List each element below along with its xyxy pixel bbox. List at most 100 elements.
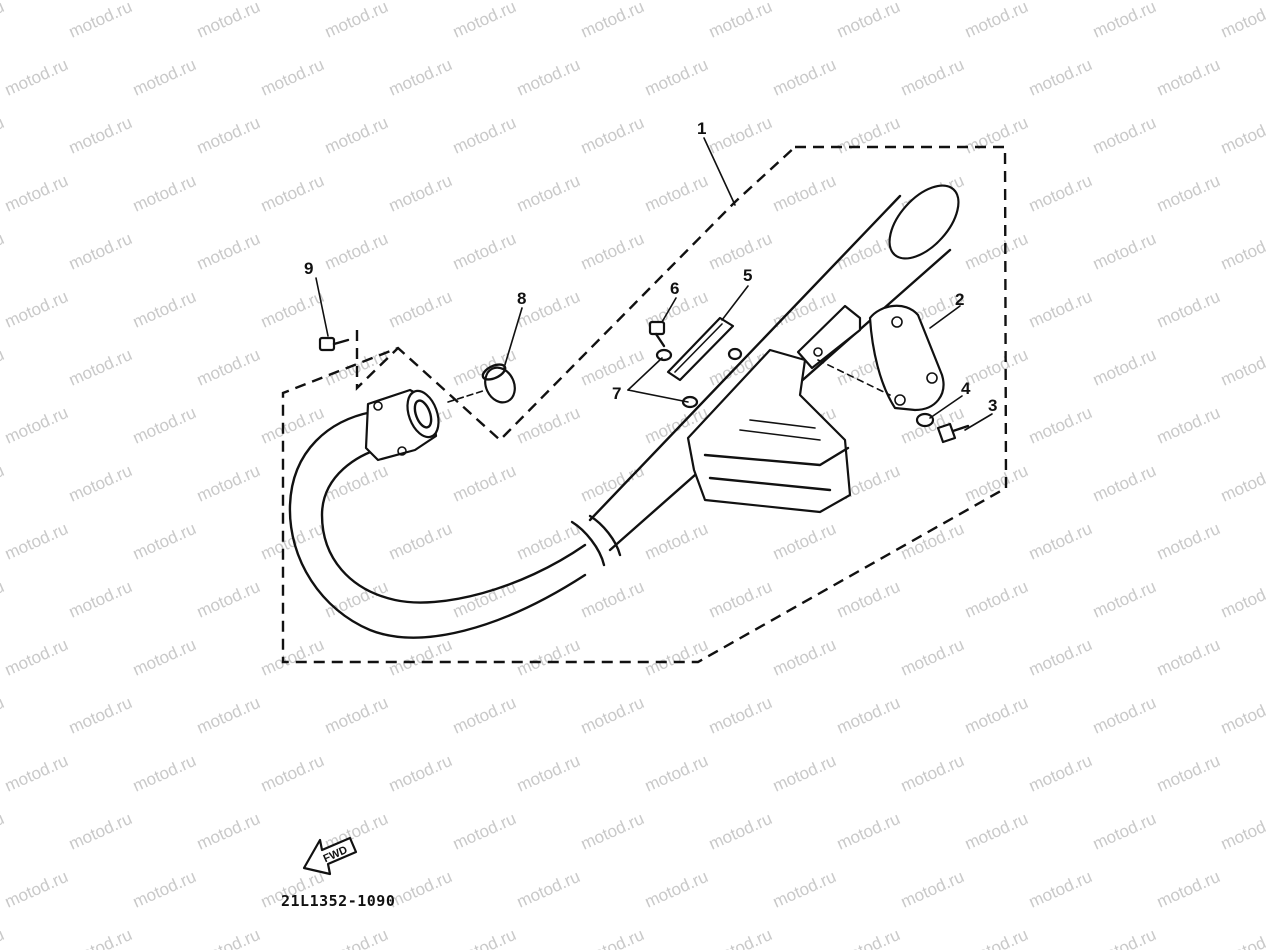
- watermark-text: motod.ru: [0, 925, 7, 950]
- watermark-text: motod.ru: [130, 519, 199, 564]
- watermark-text: motod.ru: [1090, 229, 1159, 274]
- callout-7: 7: [612, 384, 621, 403]
- watermark-text: motod.ru: [450, 229, 519, 274]
- watermark-text: motod.ru: [834, 925, 903, 950]
- watermark-text: motod.ru: [706, 925, 775, 950]
- watermark-text: motod.ru: [1218, 0, 1266, 42]
- watermark-text: motod.ru: [706, 809, 775, 854]
- watermark-text: motod.ru: [1090, 0, 1159, 42]
- watermark-text: motod.ru: [130, 403, 199, 448]
- watermark-text: motod.ru: [1154, 519, 1223, 564]
- watermark-text: motod.ru: [1090, 925, 1159, 950]
- watermark-text: motod.ru: [642, 519, 711, 564]
- watermark-text: motod.ru: [66, 229, 135, 274]
- watermark-text: motod.ru: [194, 693, 263, 738]
- watermark-text: motod.ru: [386, 55, 455, 100]
- watermark-text: motod.ru: [1090, 577, 1159, 622]
- watermark-text: motod.ru: [66, 925, 135, 950]
- watermark-text: motod.ru: [514, 171, 583, 216]
- watermark-text: motod.ru: [450, 925, 519, 950]
- watermark-text: motod.ru: [1154, 55, 1223, 100]
- watermark-text: motod.ru: [770, 55, 839, 100]
- watermark-text: motod.ru: [66, 461, 135, 506]
- watermark-text: motod.ru: [66, 0, 135, 42]
- callout-3: 3: [988, 396, 997, 415]
- watermark-text: motod.ru: [194, 461, 263, 506]
- watermark-text: motod.ru: [898, 519, 967, 564]
- watermark-text: motod.ru: [642, 751, 711, 796]
- flange-group-outline-dashed: [355, 330, 399, 391]
- watermark-text: motod.ru: [386, 171, 455, 216]
- watermark-text: motod.ru: [258, 751, 327, 796]
- watermark-text: motod.ru: [1026, 55, 1095, 100]
- watermark-text: motod.ru: [514, 403, 583, 448]
- watermark-text: motod.ru: [386, 287, 455, 332]
- watermark-text: motod.ru: [578, 113, 647, 158]
- watermark-text: motod.ru: [2, 171, 71, 216]
- watermark-text: motod.ru: [450, 693, 519, 738]
- watermark-text: motod.ru: [450, 113, 519, 158]
- watermark-text: motod.ru: [1026, 751, 1095, 796]
- watermark-text: motod.ru: [962, 925, 1031, 950]
- watermark-text: motod.ru: [194, 0, 263, 42]
- watermark-text: motod.ru: [706, 113, 775, 158]
- watermark-text: motod.ru: [770, 171, 839, 216]
- watermark-text: motod.ru: [322, 693, 391, 738]
- watermark-text: motod.ru: [834, 113, 903, 158]
- mounting-plate-part-2: [817, 304, 945, 412]
- assembly-outline-dashed: [281, 145, 1008, 664]
- watermark-text: motod.ru: [194, 113, 263, 158]
- watermark-text: motod.ru: [1090, 693, 1159, 738]
- watermark-text: motod.ru: [962, 577, 1031, 622]
- watermark-text: motod.ru: [194, 809, 263, 854]
- watermark-text: motod.ru: [962, 345, 1031, 390]
- watermark-text: motod.ru: [706, 693, 775, 738]
- watermark-text: motod.ru: [1090, 113, 1159, 158]
- watermark-text: motod.ru: [962, 461, 1031, 506]
- watermark-text: motod.ru: [130, 751, 199, 796]
- watermark-text: motod.ru: [514, 751, 583, 796]
- watermark-text: motod.ru: [1154, 867, 1223, 912]
- watermark-text: motod.ru: [194, 925, 263, 950]
- watermark-text: motod.ru: [706, 229, 775, 274]
- watermark-text: motod.ru: [386, 519, 455, 564]
- callout-1: 1: [697, 119, 706, 138]
- watermark-text: motod.ru: [2, 287, 71, 332]
- watermark-text: motod.ru: [1218, 461, 1266, 506]
- watermark-text: motod.ru: [514, 867, 583, 912]
- watermark-text: motod.ru: [706, 0, 775, 42]
- watermark-text: motod.ru: [0, 461, 7, 506]
- watermark-text: motod.ru: [962, 693, 1031, 738]
- watermark-text: motod.ru: [1218, 113, 1266, 158]
- watermark-text: motod.ru: [1026, 519, 1095, 564]
- watermark-text: motod.ru: [642, 635, 711, 680]
- watermark-text: motod.ru: [130, 171, 199, 216]
- watermark-text: motod.ru: [1218, 229, 1266, 274]
- watermark-text: motod.ru: [1026, 635, 1095, 680]
- watermark-text: motod.ru: [2, 751, 71, 796]
- callout-4: 4: [961, 379, 971, 398]
- watermark-text: motod.ru: [66, 345, 135, 390]
- silencer-heat-shield: [686, 348, 852, 514]
- watermark-text: motod.ru: [578, 577, 647, 622]
- watermark-text: motod.ru: [386, 751, 455, 796]
- callout-9: 9: [304, 259, 313, 278]
- watermark-text: motod.ru: [0, 229, 7, 274]
- gasket-strip-part-5: [666, 316, 735, 382]
- watermark-text: motod.ru: [1218, 925, 1266, 950]
- watermark-text: motod.ru: [770, 867, 839, 912]
- watermark-text: motod.ru: [962, 809, 1031, 854]
- watermark-text: motod.ru: [1218, 577, 1266, 622]
- screw-part-6: [648, 320, 666, 348]
- watermark-text: motod.ru: [834, 577, 903, 622]
- bolt-part-3: [936, 422, 970, 444]
- watermark-text: motod.ru: [962, 113, 1031, 158]
- watermark-text: motod.ru: [258, 55, 327, 100]
- watermark-text: motod.ru: [770, 751, 839, 796]
- watermark-text: motod.ru: [514, 519, 583, 564]
- watermark-text: motod.ru: [1090, 461, 1159, 506]
- watermark-text: motod.ru: [450, 809, 519, 854]
- watermark-text: motod.ru: [0, 809, 7, 854]
- watermark-text: motod.ru: [1154, 751, 1223, 796]
- watermark-text: motod.ru: [2, 403, 71, 448]
